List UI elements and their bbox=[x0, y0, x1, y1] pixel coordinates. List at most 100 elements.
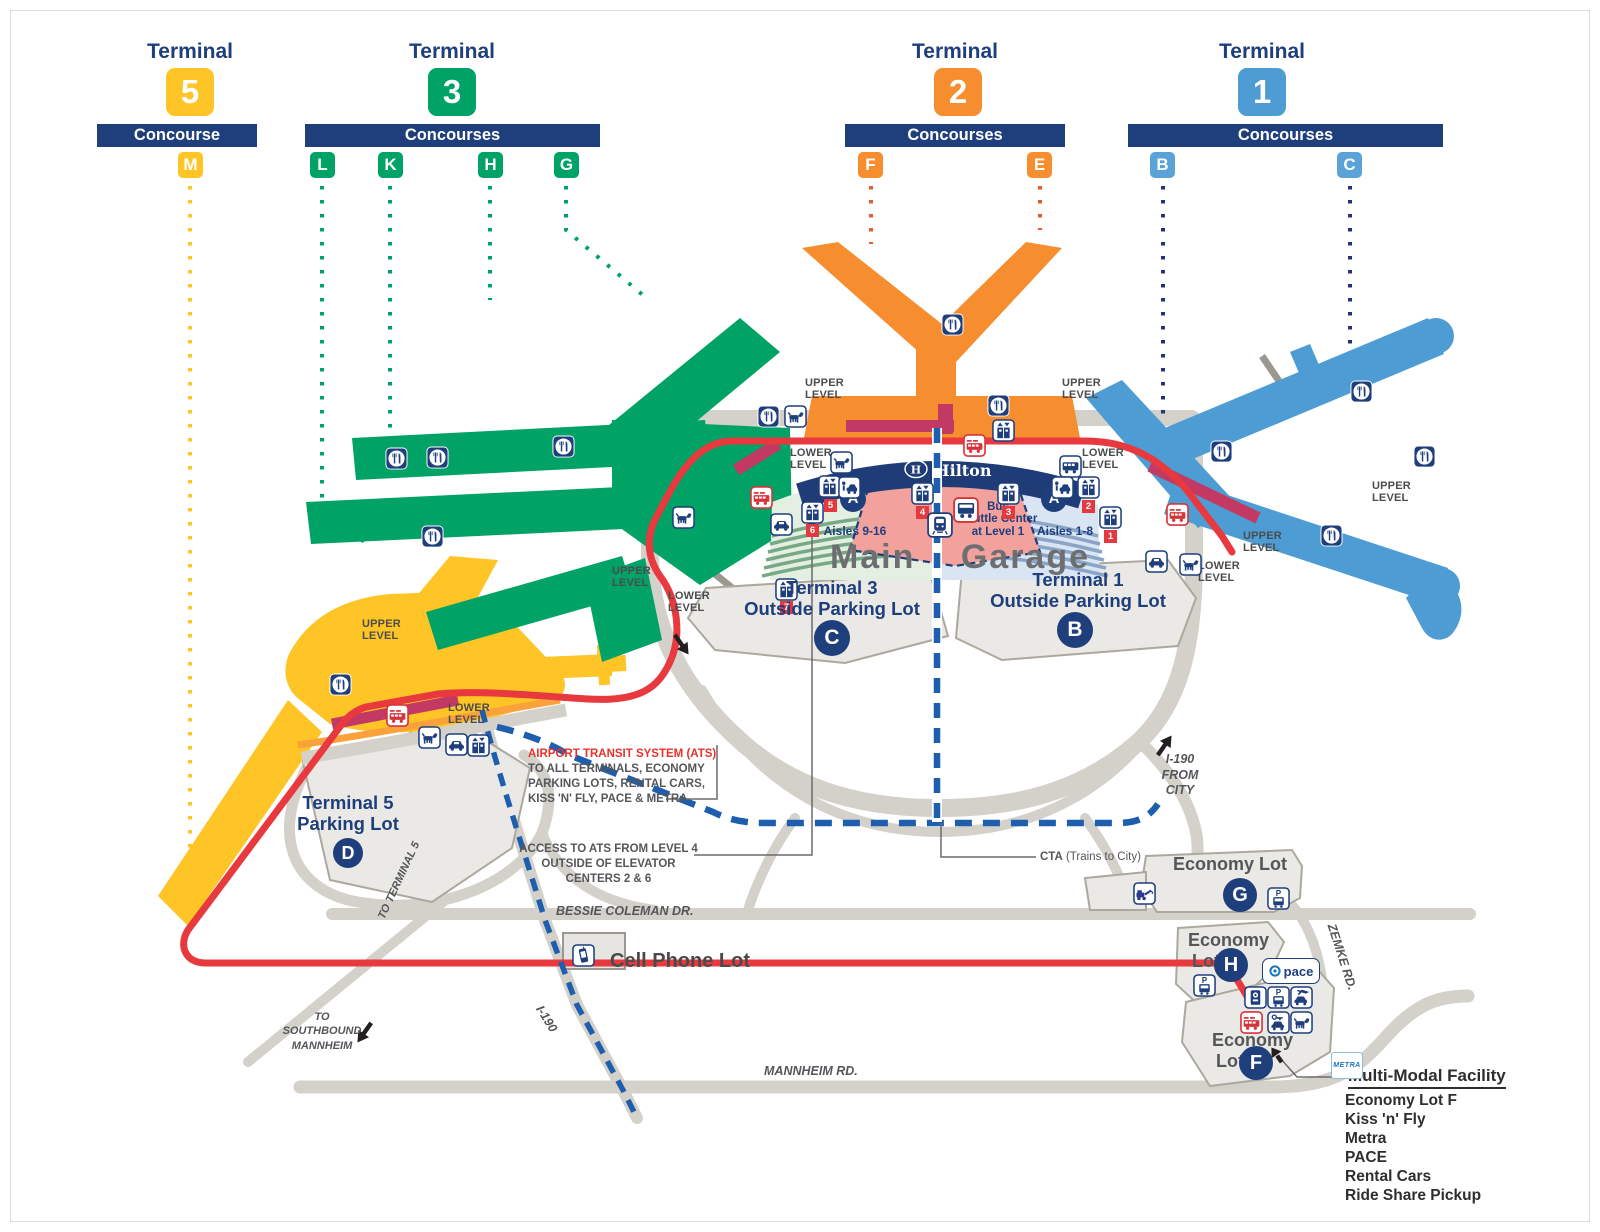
ats-line bbox=[496, 723, 1161, 827]
lot-c-line1: Terminal 3 bbox=[786, 577, 878, 598]
shuttle-bus-icon bbox=[1166, 503, 1189, 526]
lot-c-line2: Outside Parking Lot bbox=[744, 597, 920, 619]
elevator-icon bbox=[911, 482, 934, 505]
main-garage-label: Main Garage bbox=[829, 538, 1091, 576]
concourse-l: L bbox=[310, 152, 335, 178]
terminal2-title: Terminal bbox=[912, 40, 998, 63]
restaurant-icon bbox=[426, 446, 449, 469]
ats-title: AIRPORT TRANSIT SYSTEM (ATS) bbox=[528, 748, 717, 760]
lot-d-line2: Parking Lot bbox=[297, 812, 399, 834]
pace-wordmark: pace bbox=[1283, 963, 1314, 979]
lower-level-label: LOWER LEVEL bbox=[1198, 560, 1240, 585]
restaurant-icon bbox=[987, 394, 1010, 417]
shuttle-bus-icon bbox=[386, 704, 409, 727]
elevator-3-badge: 3 bbox=[1002, 506, 1015, 519]
concourse-g: G bbox=[554, 152, 579, 178]
car-icon bbox=[770, 513, 793, 536]
lower-level-label: LOWER LEVEL bbox=[1082, 447, 1124, 472]
lower-level-label: LOWER LEVEL bbox=[790, 447, 832, 472]
concourse-dotted-lines bbox=[188, 186, 1352, 870]
elevator-5-badge: 5 bbox=[824, 499, 837, 512]
parking-shuttle-icon bbox=[1193, 974, 1216, 997]
concourse-h: H bbox=[478, 152, 503, 178]
concourse-m: M bbox=[178, 152, 203, 178]
car-pickup-icon bbox=[1051, 476, 1074, 499]
restaurant-icon bbox=[329, 673, 352, 696]
aisles-1-8-label: Aisles 1-8 bbox=[1036, 524, 1094, 538]
pace-logo: pace bbox=[1262, 958, 1320, 984]
upper-level-label: UPPER LEVEL bbox=[1372, 480, 1411, 505]
pet-area-icon bbox=[1290, 1011, 1313, 1034]
cta-bold: CTA bbox=[1040, 851, 1063, 863]
lower-level-label: LOWER LEVEL bbox=[448, 702, 490, 727]
cta-label: CTA (Trains to City) bbox=[1040, 851, 1141, 863]
upper-level-label: UPPER LEVEL bbox=[1062, 377, 1101, 402]
restaurant-icon bbox=[941, 313, 964, 336]
elevator-icon bbox=[1099, 506, 1122, 529]
restaurant-icon bbox=[385, 447, 408, 470]
aisles-9-16-label: Aisles 9-16 bbox=[823, 524, 887, 538]
pace-swirl-icon bbox=[1269, 965, 1281, 977]
pet-area-icon bbox=[784, 405, 807, 428]
pet-area-icon bbox=[830, 451, 853, 474]
terminal2-concourse-bar: Concourses bbox=[845, 124, 1065, 147]
terminal5-title: Terminal bbox=[147, 40, 233, 63]
lot-b-line1: Terminal 1 bbox=[1032, 569, 1124, 590]
economy-lot-g-label: Economy Lot bbox=[1172, 854, 1287, 874]
cta-train-icon bbox=[927, 512, 953, 538]
elevator-4-badge: 4 bbox=[916, 506, 929, 519]
upper-level-label: UPPER LEVEL bbox=[805, 377, 844, 402]
cta-rest: (Trains to City) bbox=[1062, 851, 1141, 863]
elevator-icon bbox=[1077, 476, 1100, 499]
terminal1-number: 1 bbox=[1238, 68, 1286, 116]
economy-lot-h-line2: Lot bbox=[1192, 951, 1220, 971]
multimodal-item: Ride Share Pickup bbox=[1345, 1186, 1482, 1204]
multimodal-item: PACE bbox=[1345, 1148, 1387, 1166]
restaurant-icon bbox=[757, 405, 780, 428]
mannheim-rd-label: MANNHEIM RD. bbox=[764, 1064, 858, 1078]
lot-g-circle: G bbox=[1223, 878, 1257, 912]
lot-h-circle: H bbox=[1214, 948, 1248, 982]
restaurant-icon bbox=[1210, 440, 1233, 463]
pet-area-icon bbox=[672, 506, 695, 529]
multimodal-item: Rental Cars bbox=[1345, 1167, 1432, 1185]
lot-c-circle: C bbox=[814, 620, 850, 656]
lot-d-title: Terminal 5 Parking Lot bbox=[258, 792, 438, 834]
concourse-c: C bbox=[1337, 152, 1362, 178]
terminal5-concourse-bar: Concourse bbox=[97, 124, 257, 147]
upper-level-label: UPPER LEVEL bbox=[362, 618, 401, 643]
i190-median bbox=[479, 709, 640, 1120]
lot-b-shape bbox=[954, 558, 1198, 662]
ats-description: TO ALL TERMINALS, ECONOMY PARKING LOTS, … bbox=[528, 763, 705, 805]
terminal1-concourse-bar: Concourses bbox=[1128, 124, 1443, 147]
lot-c-title: Terminal 3 Outside Parking Lot bbox=[712, 577, 952, 619]
multimodal-list: Economy Lot F Kiss 'n' Fly Metra PACE Re… bbox=[1345, 1092, 1481, 1205]
elevator-7-badge: 7 bbox=[780, 601, 793, 614]
parking-shuttle-icon bbox=[1267, 986, 1290, 1009]
cell-phone-lot-label: Cell Phone Lot bbox=[610, 950, 750, 972]
elevator-6-badge: 6 bbox=[806, 524, 819, 537]
hilton-logo-h: H bbox=[911, 464, 921, 477]
elevator-2-badge: 2 bbox=[1082, 500, 1095, 513]
metra-logo: METRA bbox=[1331, 1052, 1363, 1079]
terminal1-title: Terminal bbox=[1219, 40, 1305, 63]
restaurant-icon bbox=[1350, 380, 1373, 403]
restaurant-icon bbox=[1413, 445, 1436, 468]
restaurant-icon bbox=[552, 435, 575, 458]
car-icon bbox=[445, 733, 468, 756]
cell-phone-icon bbox=[572, 944, 595, 967]
ats-access-note: ACCESS TO ATS FROM LEVEL 4 OUTSIDE OF EL… bbox=[519, 843, 698, 885]
shuttle-center-bus-icon bbox=[953, 497, 979, 523]
terminal2-number: 2 bbox=[934, 68, 982, 116]
lot-b-title: Terminal 1 Outside Parking Lot bbox=[958, 569, 1198, 611]
economy-lot-f-line2: Lot bbox=[1216, 1051, 1244, 1071]
lot-b-circle: B bbox=[1057, 612, 1093, 648]
pet-area-icon bbox=[418, 726, 441, 749]
elevator-icon bbox=[997, 482, 1020, 505]
elevator-icon bbox=[801, 501, 824, 524]
upper-level-label: UPPER LEVEL bbox=[1243, 530, 1282, 555]
kiss-n-fly-icon bbox=[1290, 986, 1313, 1009]
multimodal-title: Multi-Modal Facility bbox=[1348, 1066, 1506, 1089]
lower-level-label: LOWER LEVEL bbox=[668, 590, 710, 615]
